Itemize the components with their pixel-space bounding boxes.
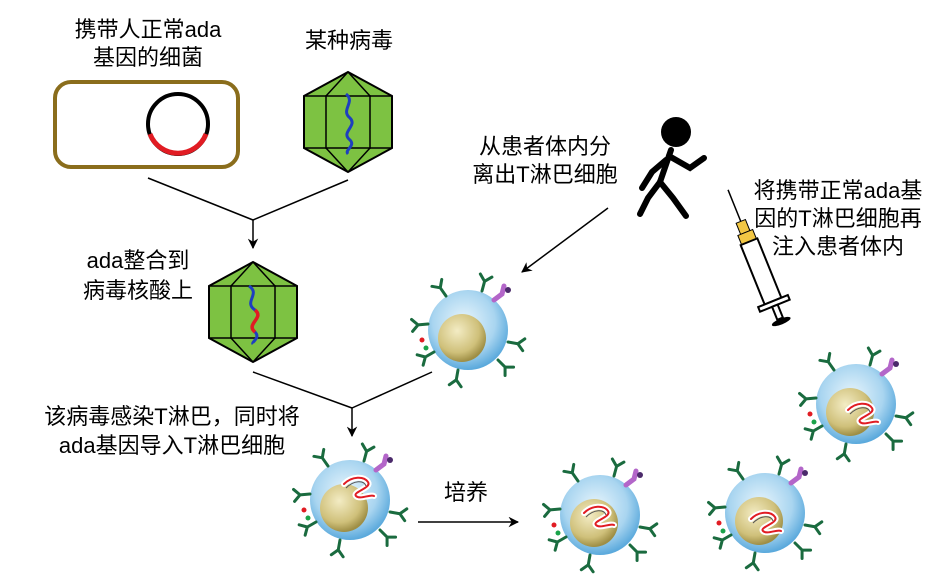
recombinant-virus — [208, 261, 298, 363]
isolate-arrow — [521, 207, 609, 273]
infected-t-cell — [294, 444, 407, 557]
patient-figure — [637, 117, 707, 219]
isolate-label-line1: 从患者体内分 — [479, 134, 611, 159]
isolate-label-line2: 离出T淋巴细胞 — [472, 162, 617, 187]
reinject-label-line1: 将携带正常ada基 — [754, 178, 923, 203]
virus — [303, 71, 393, 173]
infect-label-line1: 该病毒感染T淋巴，同时将 — [44, 404, 299, 429]
ada-gene-segment — [147, 132, 209, 156]
infect-arrows — [252, 371, 433, 438]
virus-label: 某种病毒 — [305, 28, 393, 53]
merge-arrows — [147, 177, 349, 250]
ada-gene-insert — [250, 308, 260, 334]
isolated-t-cell — [412, 274, 525, 387]
cultured-t-cell-1 — [544, 459, 657, 572]
culture-label: 培养 — [444, 480, 488, 505]
bacteria-label-line2: 基因的细菌 — [93, 45, 203, 70]
viral-genome — [344, 92, 354, 156]
cultured-t-cell-3 — [800, 348, 913, 461]
integrate-label-line1: ada整合到 — [87, 248, 190, 273]
cultured-t-cell-2 — [709, 457, 822, 570]
reinject-label-line2: 因的T淋巴细胞再 — [754, 206, 921, 231]
bacteria-label-line1: 携带人正常ada — [75, 17, 222, 42]
syringe-icon — [727, 189, 791, 327]
integrate-label-line2: 病毒核酸上 — [83, 278, 193, 303]
bacterium — [53, 80, 240, 169]
reinject-label-line3: 注入患者体内 — [772, 234, 904, 259]
infect-label-line2: ada基因导入T淋巴细胞 — [59, 433, 285, 458]
